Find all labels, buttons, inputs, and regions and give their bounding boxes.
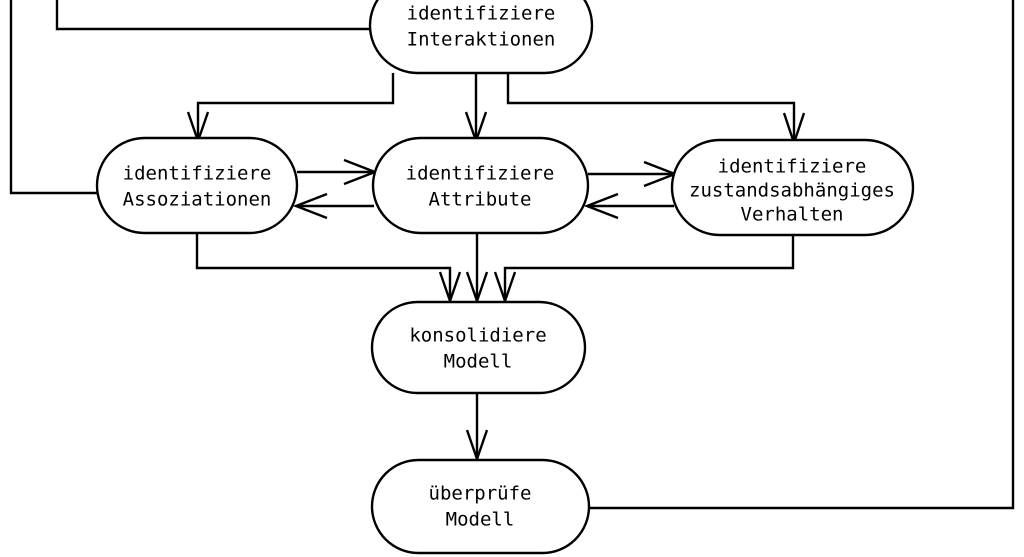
node-shape-ueberpruefe-modell	[370, 458, 591, 555]
node-label-konsolidiere-modell-line1: konsolidiere	[409, 325, 546, 347]
node-label-verhalten-line2: zustandsabhängiges	[689, 180, 895, 202]
node-identifiziere-attribute[interactable]: identifiziere Attribute	[371, 136, 590, 235]
node-layer: identifiziere Interaktionen identifizier…	[95, 0, 915, 555]
arrowhead-attribute-to-assoziationen	[292, 192, 328, 220]
node-label-konsolidiere-modell-line2: Modell	[444, 351, 513, 373]
node-label-identifiziere-attribute-line2: Attribute	[429, 189, 532, 211]
node-identifiziere-interaktionen[interactable]: identifiziere Interaktionen	[368, 0, 594, 75]
edge-interaktionen-to-verhalten	[506, 73, 796, 142]
node-label-verhalten-line3: Verhalten	[741, 204, 844, 226]
edge-interaktionen-to-assoziationen	[196, 73, 395, 140]
node-shape-identifiziere-interaktionen	[368, 0, 594, 75]
arrowhead-verhalten-to-attribute	[583, 192, 619, 220]
node-shape-konsolidiere-modell	[370, 300, 587, 395]
node-label-identifiziere-assoziationen-line2: Assoziationen	[123, 189, 272, 211]
node-shape-identifiziere-attribute	[371, 136, 590, 235]
edge-assoziationen-loopback-left	[9, 0, 97, 195]
node-label-identifiziere-interaktionen-line2: Interaktionen	[407, 29, 556, 51]
node-label-ueberpruefe-modell-line2: Modell	[446, 509, 515, 531]
node-label-identifiziere-attribute-line1: identifiziere	[406, 163, 555, 185]
node-label-identifiziere-assoziationen-line1: identifiziere	[123, 163, 272, 185]
edge-interaktionen-inbound-left	[55, 0, 372, 31]
node-ueberpruefe-modell[interactable]: überprüfe Modell	[370, 458, 591, 555]
edge-verhalten-to-konsolidiere	[503, 235, 795, 300]
node-identifiziere-zustandsabhaengiges-verhalten[interactable]: identifiziere zustandsabhängiges Verhalt…	[670, 138, 915, 237]
node-label-verhalten-line1: identifiziere	[718, 156, 867, 178]
node-identifiziere-assoziationen[interactable]: identifiziere Assoziationen	[95, 136, 299, 235]
node-shape-identifiziere-zustandsabhaengiges-verhalten	[670, 138, 915, 237]
node-label-ueberpruefe-modell-line1: überprüfe	[429, 483, 532, 505]
edge-layer	[9, 0, 1015, 510]
node-shape-identifiziere-assoziationen	[95, 136, 299, 235]
node-konsolidiere-modell[interactable]: konsolidiere Modell	[370, 300, 587, 395]
edge-assoziationen-to-konsolidiere	[195, 233, 452, 300]
node-label-identifiziere-interaktionen-line1: identifiziere	[407, 3, 556, 25]
edge-ueberpruefe-loopback-right	[589, 0, 1015, 510]
